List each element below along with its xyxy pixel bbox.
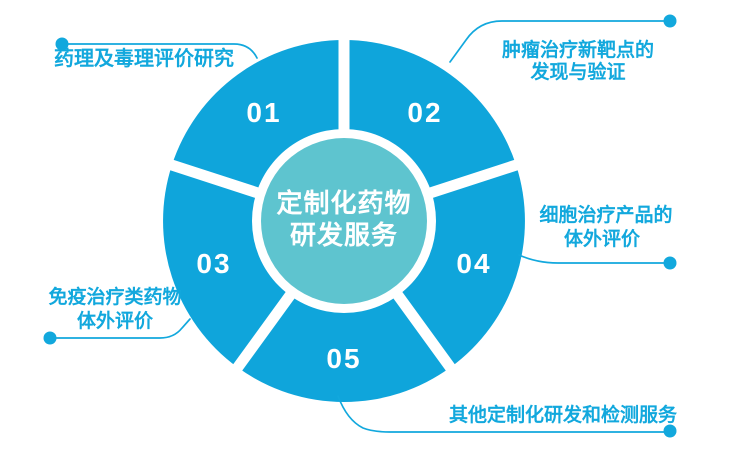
segment-04-label-line1: 细胞治疗产品的 <box>539 203 672 226</box>
connector-dot-02 <box>663 14 677 28</box>
segment-04-label-line2: 体外评价 <box>564 227 641 250</box>
center-title-line2: 研发服务 <box>290 220 398 250</box>
segment-04-number: 04 <box>456 248 491 279</box>
connector-line-03 <box>49 318 191 339</box>
segment-03-number: 03 <box>196 248 231 279</box>
segment-01-number: 01 <box>246 97 281 128</box>
center-title-line1: 定制化药物 <box>276 188 411 218</box>
segment-03-label-line2: 体外评价 <box>77 309 154 332</box>
connectors <box>43 14 677 438</box>
center-circle <box>261 138 427 304</box>
segment-05-label: 其他定制化研发和检测服务 <box>449 403 678 426</box>
center-title: 定制化药物 研发服务 <box>276 188 411 250</box>
segment-05-number: 05 <box>326 343 361 374</box>
segment-02-number: 02 <box>407 97 442 128</box>
connector-line-05 <box>337 395 671 433</box>
connector-line-01 <box>61 43 258 59</box>
connector-dot-05 <box>663 424 677 438</box>
segment-02-label-line1: 肿瘤治疗新靶点的 <box>502 38 654 61</box>
connector-dot-03 <box>43 331 57 345</box>
segment-01-label: 药理及毒理评价研究 <box>54 46 234 70</box>
segment-02-label-line2: 发现与验证 <box>529 60 625 83</box>
segment-03-label-line1: 免疫治疗类药物 <box>48 285 181 308</box>
connector-line-04 <box>518 254 671 264</box>
connector-dot-04 <box>663 256 677 270</box>
connector-dot-01 <box>55 37 69 51</box>
connector-line-02 <box>449 20 671 63</box>
segment-numbers: 01 02 03 04 05 <box>196 97 491 374</box>
callout-labels: 药理及毒理评价研究 肿瘤治疗新靶点的 发现与验证 细胞治疗产品的 体外评价 免疫… <box>48 38 678 426</box>
